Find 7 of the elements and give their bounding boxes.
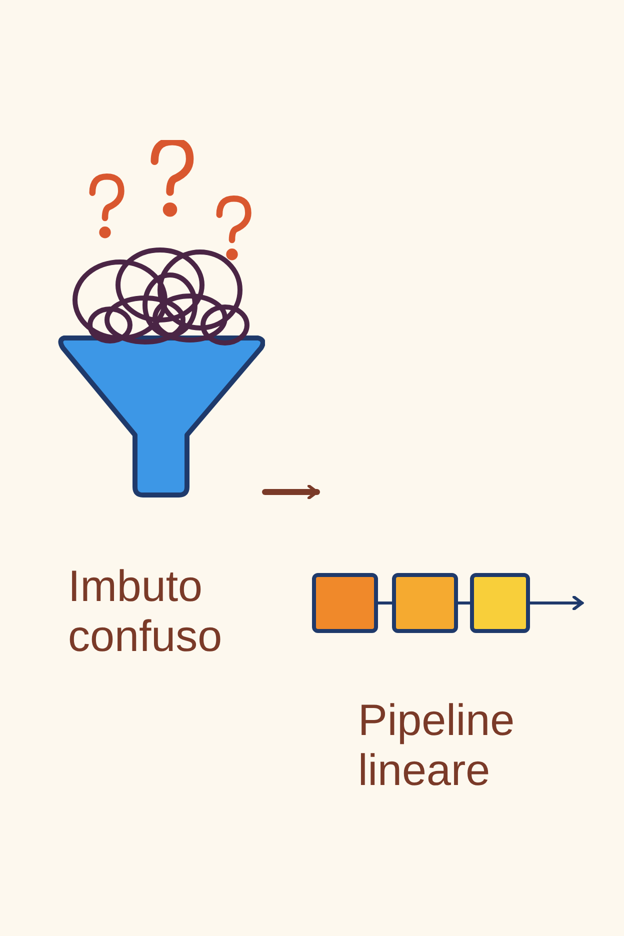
node-label: Pipeline lineare — [358, 696, 516, 796]
pipeline-stage — [312, 573, 378, 633]
arrow — [528, 596, 584, 610]
arrow — [262, 484, 320, 500]
pipeline-stage — [470, 573, 530, 633]
node-label: Imbuto confuso — [68, 562, 224, 662]
pipeline-stage — [392, 573, 458, 633]
